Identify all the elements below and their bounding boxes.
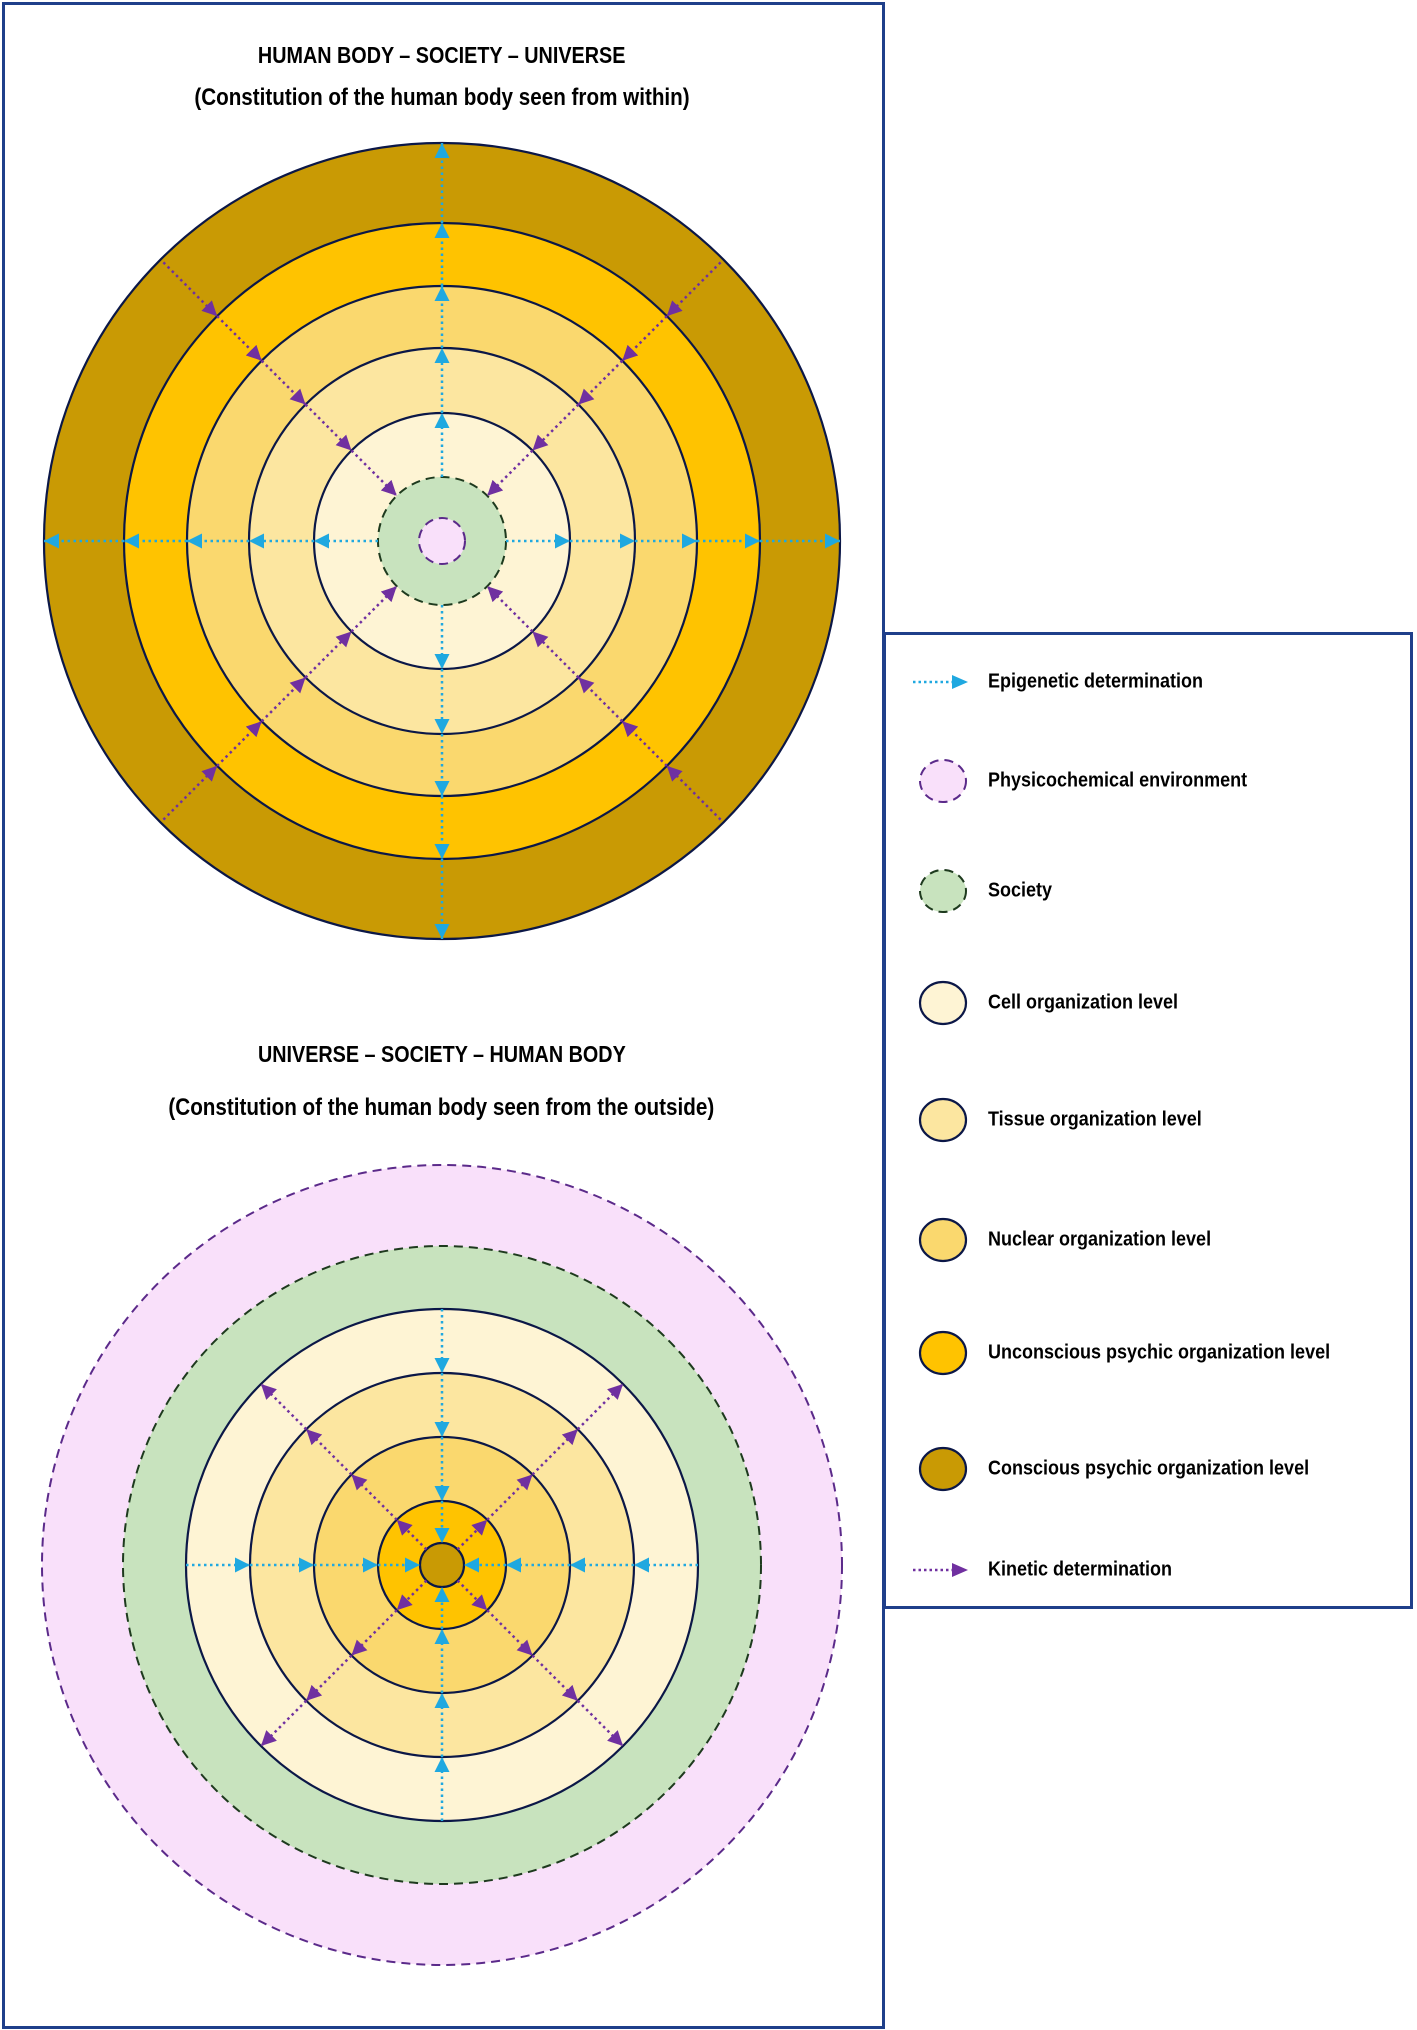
kinetic-determination-arrow <box>576 1383 624 1431</box>
kinetic-determination-arrow <box>577 676 624 723</box>
top-diagram-title: HUMAN BODY – SOCIETY – UNIVERSE <box>257 42 626 68</box>
kinetic-determination-arrow <box>260 676 307 723</box>
kinetic-determination-arrow <box>576 1699 624 1747</box>
kinetic-determination-arrow <box>395 1579 428 1612</box>
kinetic-determination-arrow <box>456 1579 489 1612</box>
kinetic-determination-arrow <box>531 1428 579 1476</box>
kinetic-determination-arrow <box>304 630 353 679</box>
kinetic-determination-arrow <box>486 449 534 497</box>
kinetic-determination-arrow <box>260 1383 308 1431</box>
kinetic-determination-arrow <box>395 1518 428 1551</box>
legend-item-society: Society <box>884 866 1404 916</box>
kinetic-determination-arrow <box>216 720 263 767</box>
kinetic-determination-arrow <box>350 449 398 497</box>
legend-item-unconscious-psychic-organization-level: Unconscious psychic organization level <box>884 1328 1404 1378</box>
legend-item-cell-organization-level: Cell organization level <box>884 978 1404 1028</box>
bottom-diagram-subtitle: (Constitution of the human body seen fro… <box>168 1094 715 1121</box>
circle-physicochemical-icon <box>919 759 967 803</box>
ring-physicochemical-environment <box>418 517 466 565</box>
legend-label: Nuclear organization level <box>988 1228 1212 1251</box>
arrow-kinetic-icon <box>913 1563 968 1577</box>
circle-nuclear-icon <box>918 1217 968 1263</box>
kinetic-determination-arrow <box>260 359 307 406</box>
legend-label: Unconscious psychic organization level <box>988 1341 1331 1364</box>
circle-cell-icon <box>918 980 968 1026</box>
kinetic-determination-arrow <box>260 1699 308 1747</box>
legend-label: Cell organization level <box>988 991 1179 1014</box>
kinetic-determination-arrow <box>162 261 219 318</box>
kinetic-determination-arrow <box>305 1654 353 1702</box>
kinetic-determination-arrow <box>531 1654 579 1702</box>
kinetic-determination-arrow <box>665 764 722 821</box>
legend-label: Tissue organization level <box>988 1108 1202 1131</box>
ring-conscious-psychic-organization-level <box>418 1541 466 1589</box>
kinetic-determination-arrow <box>665 261 722 318</box>
legend-label: Society <box>988 879 1053 902</box>
bottom-diagram-title: UNIVERSE – SOCIETY – HUMAN BODY <box>257 1041 626 1067</box>
circle-conscious-icon <box>918 1446 968 1492</box>
circle-society-icon <box>919 869 967 913</box>
top-diagram-subtitle: (Constitution of the human body seen fro… <box>193 84 690 111</box>
kinetic-determination-arrow <box>350 1473 398 1521</box>
legend-item-kinetic-determination: Kinetic determination <box>884 1545 1404 1595</box>
kinetic-determination-arrow <box>531 630 580 679</box>
kinetic-determination-arrow <box>531 403 580 452</box>
kinetic-determination-arrow <box>304 403 353 452</box>
kinetic-determination-arrow <box>162 764 219 821</box>
legend-item-epigenetic-determination: Epigenetic determination <box>884 657 1404 707</box>
concentric-diagrams <box>41 141 843 1966</box>
circle-tissue-icon <box>918 1097 968 1143</box>
kinetic-determination-arrow <box>305 1428 353 1476</box>
legend-item-nuclear-organization-level: Nuclear organization level <box>884 1215 1404 1265</box>
kinetic-determination-arrow <box>486 1609 534 1657</box>
kinetic-determination-arrow <box>216 315 263 362</box>
top-diagram-within <box>42 141 842 941</box>
kinetic-determination-arrow <box>350 1609 398 1657</box>
circle-unconscious-icon <box>918 1330 968 1376</box>
legend-item-conscious-psychic-organization-level: Conscious psychic organization level <box>884 1444 1404 1494</box>
kinetic-determination-arrow <box>621 720 668 767</box>
kinetic-determination-arrow <box>486 1473 534 1521</box>
kinetic-determination-arrow <box>577 359 624 406</box>
arrow-epigenetic-icon <box>913 675 968 689</box>
legend-label: Epigenetic determination <box>988 670 1204 693</box>
legend-label: Physicochemical environment <box>988 769 1248 792</box>
kinetic-determination-arrow <box>621 315 668 362</box>
kinetic-determination-arrow <box>350 585 398 633</box>
kinetic-determination-arrow <box>456 1518 489 1551</box>
legend-label: Kinetic determination <box>988 1558 1173 1581</box>
legend-panel <box>883 632 1413 1609</box>
kinetic-determination-arrow <box>486 585 534 633</box>
legend-label: Conscious psychic organization level <box>988 1457 1310 1480</box>
legend-item-physicochemical-environment: Physicochemical environment <box>884 756 1404 806</box>
bottom-diagram-outside <box>41 1164 843 1966</box>
legend-item-tissue-organization-level: Tissue organization level <box>884 1095 1404 1145</box>
